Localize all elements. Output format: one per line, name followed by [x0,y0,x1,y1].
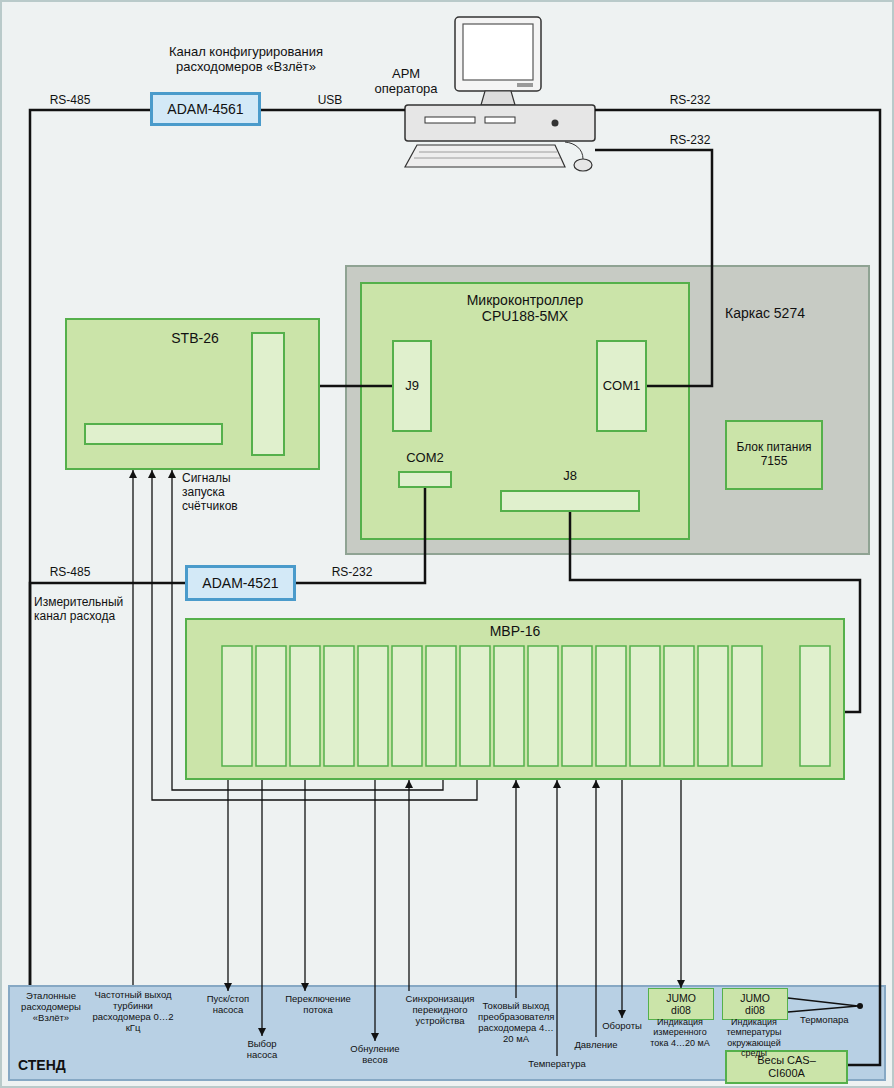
interface-line [320,385,392,388]
signal-arrow [556,780,557,1056]
signal-label: Обнуление весов [344,1044,406,1066]
interface-line [30,110,150,985]
interface-label: RS-232 [322,566,382,580]
interface-label: RS-485 [40,566,100,580]
signal-label: Обороты [600,1021,644,1032]
interface-line [296,488,425,583]
node-text: JUMO di08 [736,992,774,1016]
signal-label: Частотный выход турбинки расходомера 0…2… [91,990,175,1034]
thermocouple-symbol [788,998,863,1012]
interface-converter: ADAM-4521 [185,565,296,601]
node-text: Микроконтроллер CPU188-5MX [450,292,600,324]
signal-label: Термопара [800,1015,860,1026]
signal-arrow [680,780,681,988]
interface-label: USB [300,94,360,108]
interface-line [595,110,880,1065]
signal-label: Переключение потока [279,994,357,1016]
relay-board: MBP-16 [185,618,845,780]
signal-arrow [261,780,262,1036]
node-text: Каркас 5274 [725,305,845,321]
node-text: Весы CAS–CI600A [745,1054,829,1079]
signal-label: Давление [571,1040,621,1051]
terminal-board: STB-26 [65,318,320,470]
signal-arrow [172,470,443,790]
node-text: J9 [394,379,430,394]
signal-label: Эталонные расходомеры «Взлёт» [12,991,90,1024]
node-text: JUMO di08 [662,992,700,1016]
node-text: STB-26 [145,330,245,346]
connector: COM2 [398,471,452,488]
node-text: COM2 [400,451,450,466]
interface-label: RS-485 [40,94,100,108]
signal-label: Синхронизация перекидного устройства [401,994,479,1027]
signal-arrow [374,780,375,1041]
node-text: СТЕНД [18,1057,98,1073]
interface-line [595,150,712,386]
node-text: MBP-16 [187,623,843,639]
node-text: Индикация измеренного тока 4…20 мА [643,1017,717,1048]
signal-label: Измерительный канал расхода [34,596,126,624]
power-supply: Блок питания 7155 [725,420,823,490]
connector: J8 [500,490,640,512]
operator-workstation: АРМ оператора [405,15,595,175]
indicator: JUMO di08Индикация температуры окружающе… [722,988,788,1020]
signal-label: Температура [525,1059,589,1070]
interface-line [570,512,860,712]
signal-label: Сигналы запуска счётчиков [182,472,266,513]
node-text: ADAM-4521 [188,575,293,591]
interface-converter: Канал конфигурирования расходомеров «Взл… [150,92,261,126]
signal-arrow [595,780,596,1037]
interface-line [261,109,405,112]
signal-arrow [132,470,133,985]
interface-line [30,583,185,985]
signal-arrow [227,780,228,991]
node-text: Блок питания 7155 [727,441,821,469]
node-text: COM1 [598,379,645,394]
signal-arrow [152,470,477,800]
signal-label: Токовый выход преобразователя расходомер… [478,1001,554,1045]
indicator: JUMO di08Индикация измеренного тока 4…20… [648,988,714,1020]
node-text: J8 [502,469,638,484]
signal-arrow [515,780,516,998]
node-text: Канал конфигурирования расходомеров «Взл… [141,45,351,75]
signal-arrow [408,780,409,991]
computer-icon [405,17,595,171]
interface-label: RS-232 [660,94,720,108]
microcontroller-board: Микроконтроллер CPU188-5MXJ9COM1COM2J8 [360,282,690,540]
node-text: АРМ оператора [363,67,449,97]
signal-label: Выбор насоса [236,1039,288,1061]
interface-label: RS-232 [660,134,720,148]
node-text: Индикация температуры окружающей среды [717,1017,791,1058]
connector: J9 [392,340,432,432]
module-slots [222,646,830,766]
connector [252,333,284,455]
card-cage: Каркас 5274Микроконтроллер CPU188-5MXJ9C… [345,265,870,555]
connector: COM1 [596,340,647,432]
connector [85,424,222,444]
signal-arrow [621,780,622,1018]
signal-label: Пуск/стоп насоса [204,994,252,1016]
test-bench: СТЕНДJUMO di08Индикация измеренного тока… [8,985,886,1081]
node-text: ADAM-4561 [153,101,258,117]
signal-arrow [304,780,305,991]
